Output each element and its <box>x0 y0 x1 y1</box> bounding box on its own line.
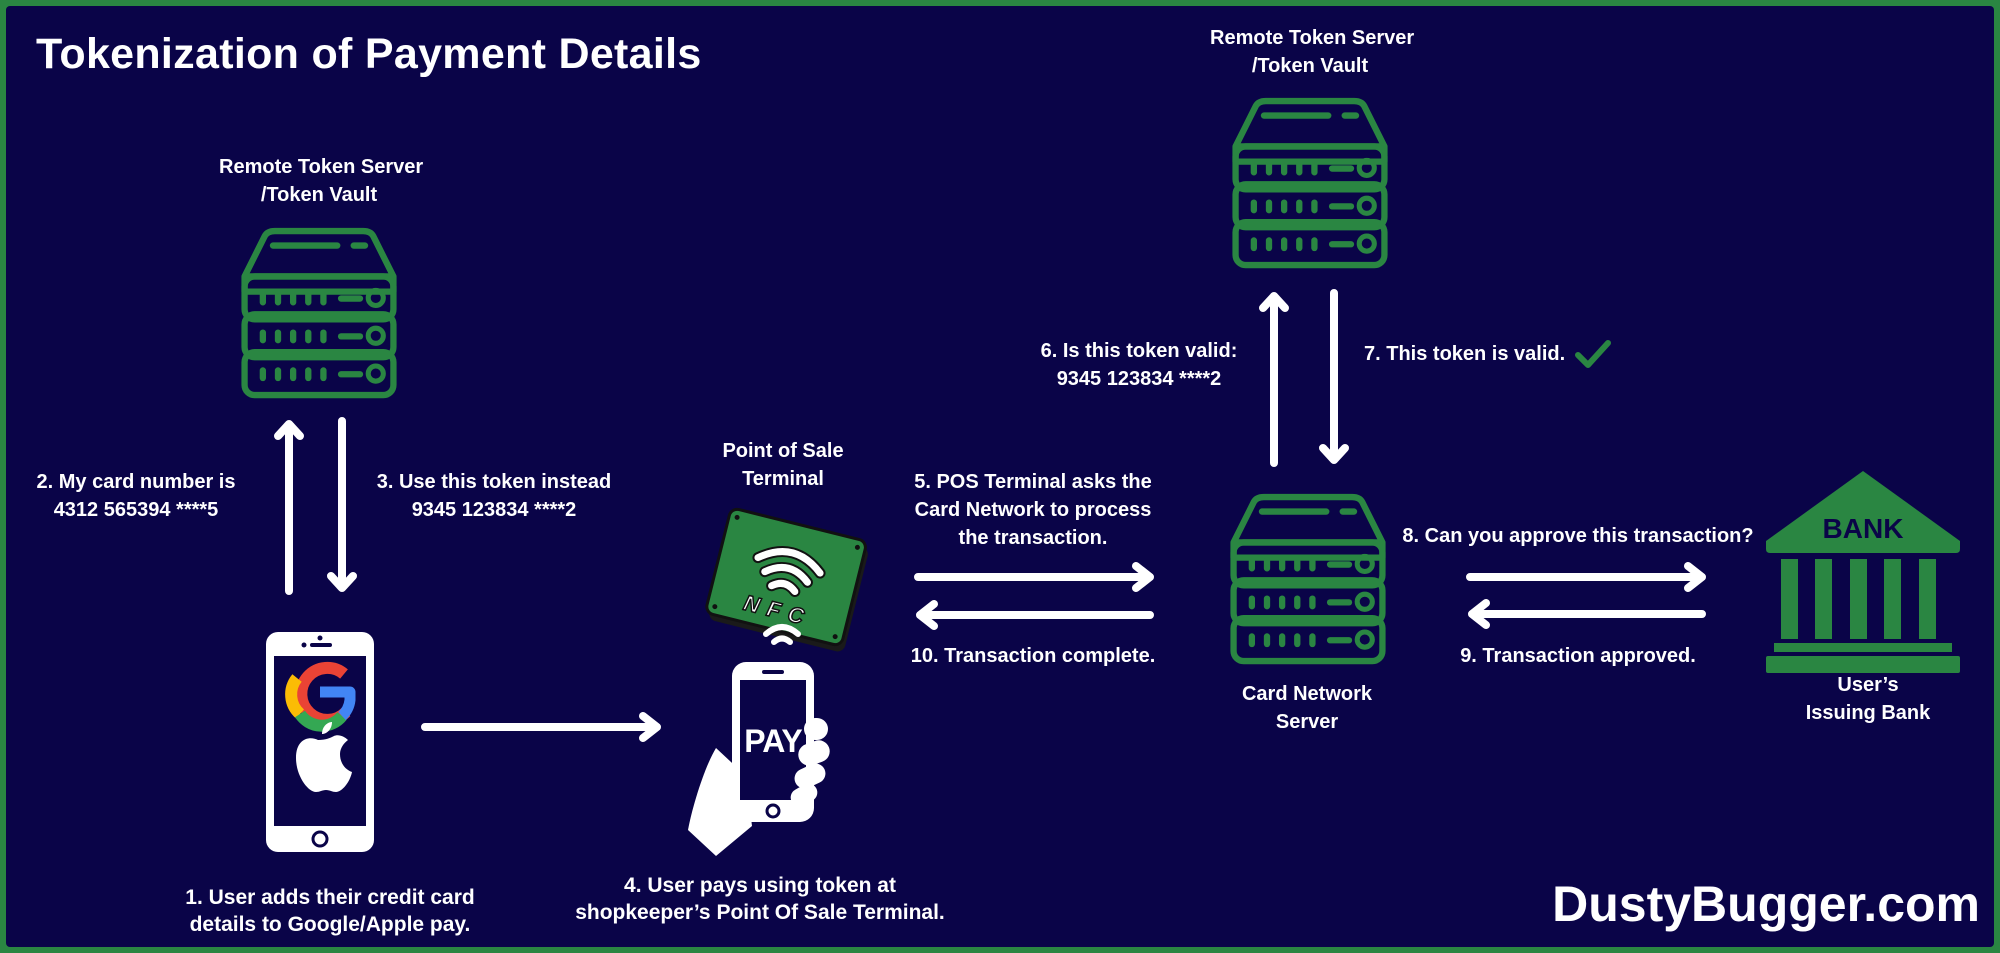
arrow-right-icon <box>1466 562 1706 592</box>
step-8-text: 8. Can you approve this transaction? <box>1402 525 1754 547</box>
step-5-text: 5. POS Terminal asks the Card Network to… <box>893 468 1173 552</box>
arrow-down-icon <box>1319 289 1349 464</box>
step-line: 4. User pays using token at <box>624 874 896 897</box>
step-line: 1. User adds their credit card <box>185 886 475 909</box>
step-line: 7. This token is valid. <box>1364 343 1566 365</box>
step-line: Card Network to process <box>914 499 1152 521</box>
server-icon <box>1232 97 1388 269</box>
label-line: Server <box>1275 711 1339 733</box>
card-network-label: Card Network Server <box>1207 680 1407 736</box>
diagram-title: Tokenization of Payment Details <box>36 30 702 78</box>
token-server-left-label: Remote Token Server /Token Vault <box>219 153 424 209</box>
arrow-left-icon <box>1468 599 1706 629</box>
step-2-text: 2. My card number is 4312 565394 ****5 <box>26 468 246 524</box>
nfc-terminal-icon: NFC <box>705 507 868 652</box>
server-icon <box>1230 493 1386 665</box>
step-line: 9345 123834 ****2 <box>1056 368 1222 390</box>
google-logo-icon <box>285 661 356 732</box>
issuing-bank-label: User’s Issuing Bank <box>1768 671 1968 727</box>
brand-watermark: DustyBugger.com <box>1552 876 1980 932</box>
step-line: 5. POS Terminal asks the <box>914 471 1152 493</box>
step-9-text: 9. Transaction approved. <box>1460 645 1696 667</box>
step-line: 6. Is this token valid: <box>1040 340 1238 362</box>
server-icon <box>241 227 397 399</box>
step-6-text: 6. Is this token valid: 9345 123834 ****… <box>1024 337 1254 393</box>
token-server-top-label: Remote Token Server /Token Vault <box>1210 24 1415 80</box>
step-line: 2. My card number is <box>36 471 236 493</box>
step-line: details to Google/Apple pay. <box>189 913 471 936</box>
label-line: User’s <box>1837 674 1899 696</box>
pos-terminal-label: Point of Sale Terminal <box>693 437 873 493</box>
hand-holding-phone-icon: PAY <box>688 662 830 856</box>
arrow-left-icon <box>916 600 1154 630</box>
arrow-up-icon <box>274 420 304 595</box>
step-line: the transaction. <box>958 527 1108 549</box>
step-1-caption: 1. User adds their credit card details t… <box>170 884 490 938</box>
label-line: Point of Sale <box>722 440 844 462</box>
step-10-text: 10. Transaction complete. <box>910 645 1156 667</box>
label-line: Terminal <box>742 468 824 490</box>
label-line: Remote Token Server <box>219 156 424 178</box>
label-line: Card Network <box>1241 683 1373 705</box>
step-7-text: 7. This token is valid. <box>1364 339 1612 369</box>
diagram-canvas: Tokenization of Payment Details Remote T… <box>6 6 1994 947</box>
bank-sign-text: BANK <box>1823 513 1904 544</box>
step-3-text: 3. Use this token instead 9345 123834 **… <box>369 468 619 524</box>
arrow-up-icon <box>1259 292 1289 467</box>
arrow-down-icon <box>327 417 357 592</box>
step-line: 9345 123834 ****2 <box>411 499 577 521</box>
smartphone-icon <box>266 632 374 852</box>
step-4-caption: 4. User pays using token at shopkeeper’s… <box>560 872 960 926</box>
arrow-right-icon <box>421 712 661 742</box>
step-line: shopkeeper’s Point Of Sale Terminal. <box>575 901 945 924</box>
arrow-right-icon <box>914 562 1154 592</box>
label-line: /Token Vault <box>260 184 378 206</box>
label-line: Remote Token Server <box>1210 27 1415 49</box>
bank-icon: BANK <box>1766 471 1960 673</box>
apple-logo-icon <box>296 722 352 792</box>
label-line: /Token Vault <box>1251 55 1369 77</box>
step-line: 4312 565394 ****5 <box>53 499 219 521</box>
label-line: Issuing Bank <box>1805 702 1931 724</box>
step-line: 3. Use this token instead <box>376 471 612 493</box>
checkmark-icon <box>1575 340 1612 368</box>
pay-screen-text: PAY <box>744 723 802 759</box>
